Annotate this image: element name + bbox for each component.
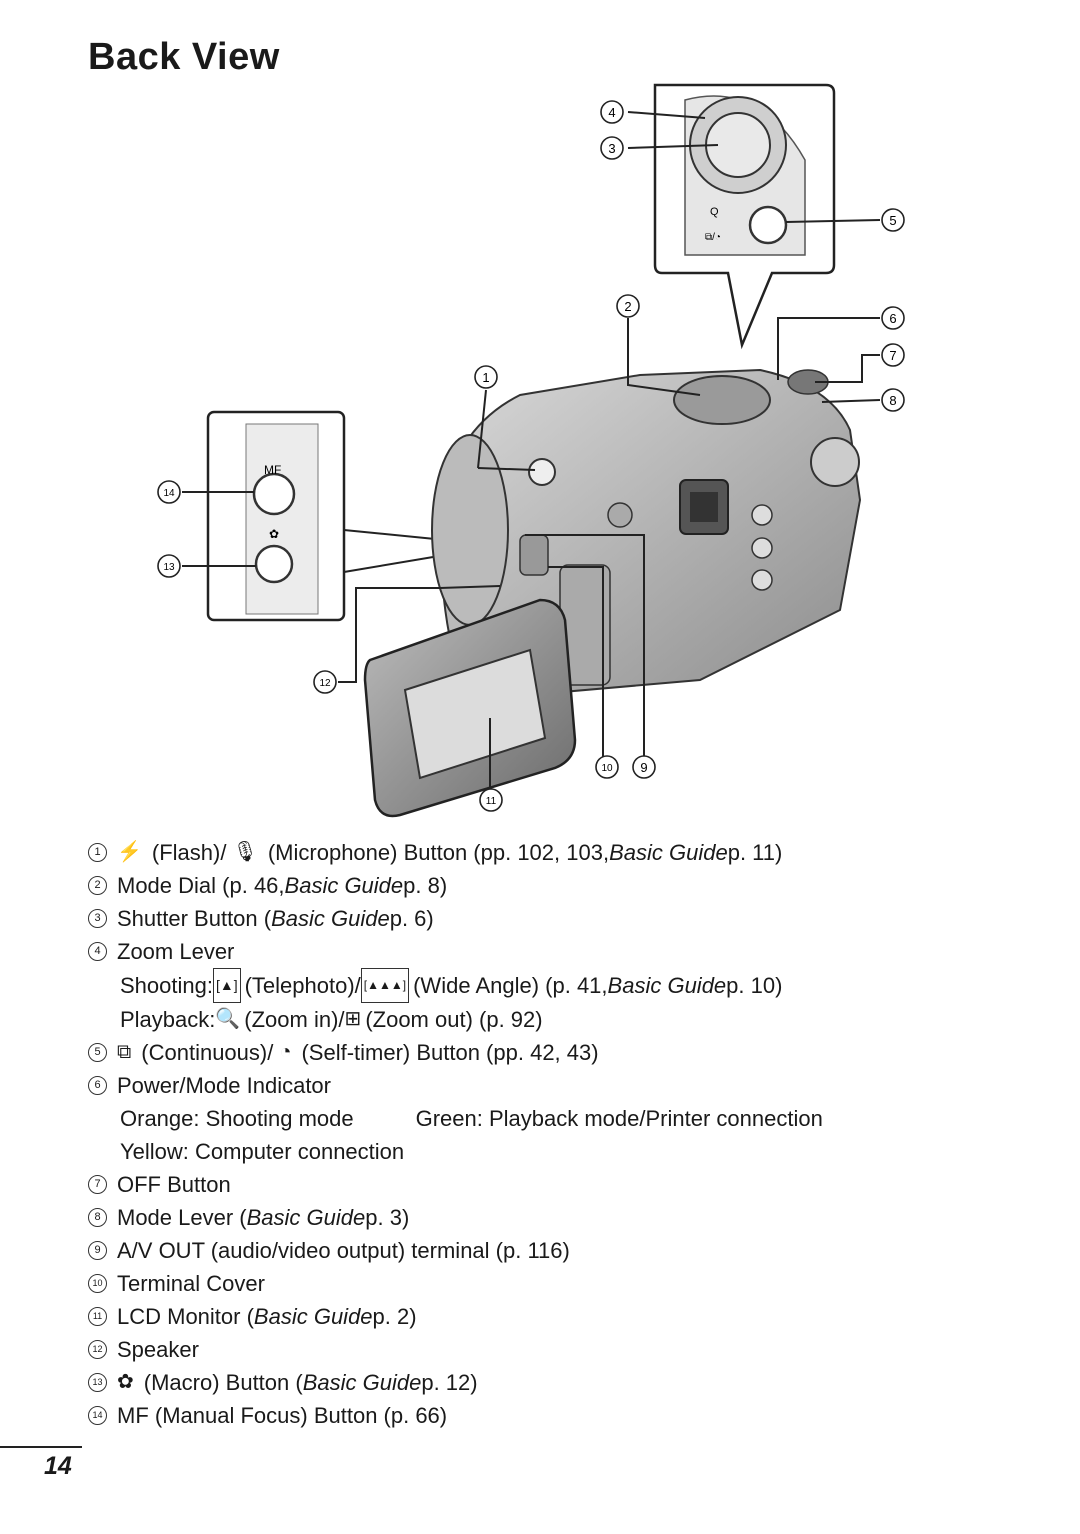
legend-item: 5 ⧉ (Continuous)/ ◔ (Self-timer) Button … — [88, 1036, 1048, 1069]
legend-item: 1 ⚡ (Flash)/ 🎙 (Microphone) Button (pp. … — [88, 836, 1048, 869]
legend-item: 10 Terminal Cover — [88, 1267, 1048, 1300]
legend-item: 9 A/V OUT (audio/video output) terminal … — [88, 1234, 1048, 1267]
callout-1 — [474, 365, 498, 389]
parts-legend: 1 ⚡ (Flash)/ 🎙 (Microphone) Button (pp. … — [88, 836, 1048, 1432]
zoom-out-icon: ⊞ — [344, 1008, 362, 1030]
callout-14 — [157, 480, 181, 504]
legend-number: 5 — [88, 1043, 107, 1062]
telephoto-icon: [▲] — [212, 968, 241, 1003]
legend-subitem: Yellow: Computer connection — [120, 1139, 405, 1164]
callout-leaders — [182, 111, 881, 790]
mf-inset-label: MF — [264, 463, 281, 477]
left-inset: MF ✿ — [206, 410, 446, 622]
callout-6 — [881, 306, 905, 330]
callout-9 — [632, 755, 656, 779]
legend-number: 13 — [88, 1373, 107, 1392]
callout-5 — [881, 208, 905, 232]
macro-icon: ✿ — [117, 1371, 134, 1393]
callout-4 — [600, 100, 624, 124]
callout-13-label: 13 — [163, 562, 175, 573]
legend-item: 4 Zoom Lever — [88, 935, 1048, 968]
callout-4-label: 4 — [608, 105, 615, 120]
legend-number: 2 — [88, 876, 107, 895]
zoom-in-icon: 🔍 — [215, 1008, 241, 1030]
svg-text:Q: Q — [710, 206, 719, 218]
microphone-icon: 🎙 — [232, 841, 258, 863]
callout-3 — [600, 136, 624, 160]
legend-item: 3 Shutter Button ( Basic Guide p. 6) — [88, 902, 1048, 935]
page-number: 14 — [44, 1452, 72, 1480]
callout-7 — [881, 343, 905, 367]
flash-icon: ⚡ — [117, 841, 142, 863]
legend-number: 12 — [88, 1340, 107, 1359]
legend-subitem: Playback: 🔍 (Zoom in)/ ⊞ (Zoom out) (p. … — [88, 1003, 1048, 1036]
camera-back-view-illustration: Q ⧉/◔ MF ✿ — [157, 83, 905, 818]
self-timer-icon: ◔ — [279, 1041, 292, 1063]
callout-11-label: 11 — [486, 796, 497, 807]
legend-number: 6 — [88, 1076, 107, 1095]
top-inset: Q ⧉/◔ — [653, 83, 836, 350]
callout-12 — [313, 670, 337, 694]
legend-number: 10 — [88, 1274, 107, 1293]
callout-3-label: 3 — [608, 141, 615, 156]
legend-item: 2 Mode Dial (p. 46, Basic Guide p. 8) — [88, 869, 1048, 902]
page-title: Back View — [88, 36, 280, 78]
legend-number: 7 — [88, 1175, 107, 1194]
callout-14-label: 14 — [163, 488, 175, 499]
callout-2-label: 2 — [624, 299, 631, 314]
legend-subitem: Shooting: [▲] (Telephoto)/ [▲▲▲] (Wide A… — [88, 968, 1048, 1003]
continuous-icon: ⧉ — [117, 1041, 132, 1063]
legend-number: 11 — [88, 1307, 107, 1326]
legend-item: 6 Power/Mode Indicator — [88, 1069, 1048, 1102]
callout-2 — [616, 294, 640, 318]
callout-10-label: 10 — [601, 763, 613, 774]
callout-8-label: 8 — [889, 393, 896, 408]
callout-13 — [157, 554, 181, 578]
legend-number: 14 — [88, 1406, 107, 1425]
callout-1-label: 1 — [482, 370, 489, 385]
callout-5-label: 5 — [889, 213, 896, 228]
legend-item: 7 OFF Button — [88, 1168, 1048, 1201]
legend-item: 14 MF (Manual Focus) Button (p. 66) — [88, 1399, 1048, 1432]
callout-11 — [479, 788, 503, 812]
legend-item: 13 ✿ (Macro) Button ( Basic Guide p. 12) — [88, 1366, 1048, 1399]
svg-text:✿: ✿ — [269, 527, 279, 541]
legend-number: 1 — [88, 843, 107, 862]
callout-12-label: 12 — [319, 678, 331, 689]
lcd-monitor-illustration — [363, 598, 577, 818]
legend-number: 8 — [88, 1208, 107, 1227]
callout-10 — [595, 755, 619, 779]
legend-number: 3 — [88, 909, 107, 928]
callout-6-label: 6 — [889, 311, 896, 326]
wide-angle-icon: [▲▲▲] — [360, 968, 410, 1003]
callout-7-label: 7 — [889, 348, 896, 363]
footer-rule — [0, 1446, 82, 1448]
legend-subitem: Orange: Shooting mode Green: Playback mo… — [120, 1106, 823, 1131]
legend-item: 12 Speaker — [88, 1333, 1048, 1366]
svg-text:⧉/◔: ⧉/◔ — [705, 232, 721, 243]
callout-8 — [881, 388, 905, 412]
legend-item: 8 Mode Lever ( Basic Guide p. 3) — [88, 1201, 1048, 1234]
callout-9-label: 9 — [640, 760, 647, 775]
legend-number: 4 — [88, 942, 107, 961]
legend-item: 11 LCD Monitor ( Basic Guide p. 2) — [88, 1300, 1048, 1333]
legend-number: 9 — [88, 1241, 107, 1260]
